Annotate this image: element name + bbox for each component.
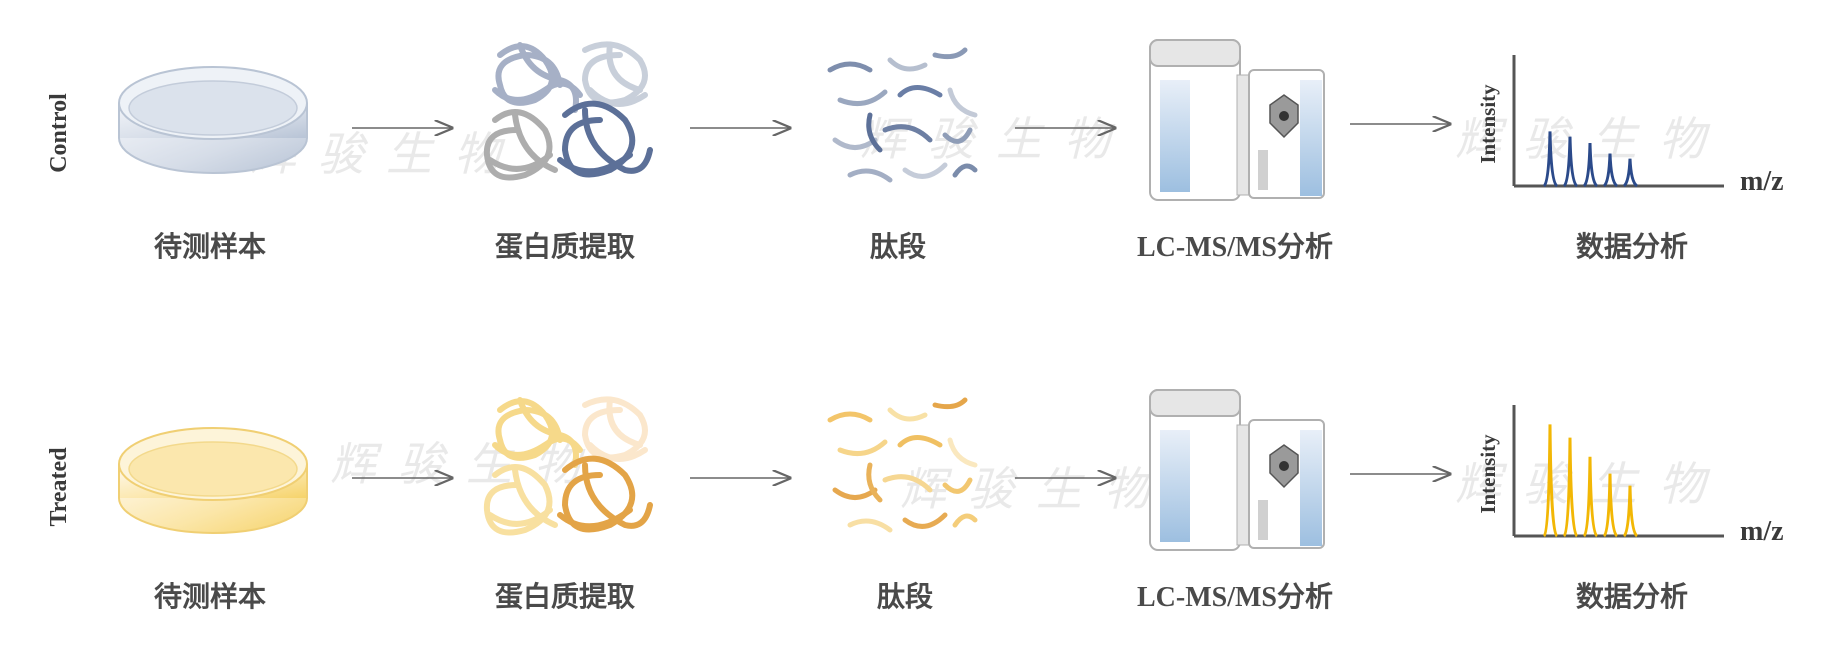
y-axis-label: Intensity (1476, 84, 1500, 164)
mass-spectrum-chart: Intensity m/z (1476, 405, 1784, 547)
step-label-lcms: LC-MS/MS分析 (1137, 581, 1333, 613)
step-label-data-analysis: 数据分析 (1576, 230, 1688, 263)
peak-series (1542, 131, 1639, 188)
spectrum-peak (1562, 437, 1579, 538)
lcms-instrument-icon (1149, 389, 1325, 551)
peptide-fragments-icon (827, 397, 978, 533)
watermark-text: 辉骏生物 (860, 112, 1132, 166)
protein-tangle-icon (483, 41, 653, 181)
protein-tangle-icon (483, 396, 653, 536)
watermark-text: 辉骏生物 (900, 462, 1172, 516)
sample-dish-icon (118, 66, 308, 174)
step-label-data-analysis: 数据分析 (1576, 580, 1688, 613)
sample-dish-icon (118, 427, 308, 534)
step-label-sample: 待测样本 (154, 230, 266, 263)
watermark-text: 辉骏生物 (330, 437, 602, 491)
peak-series (1542, 424, 1639, 538)
x-axis-label: m/z (1740, 516, 1784, 547)
spectrum-peak (1602, 153, 1619, 188)
peptide-fragments-icon (827, 47, 978, 183)
x-axis-label: m/z (1740, 166, 1784, 197)
step-label-sample: 待测样本 (154, 580, 266, 613)
step-label-peptides: 肽段 (877, 580, 933, 613)
lcms-instrument-icon (1149, 39, 1325, 201)
spectrum-peak (1582, 456, 1599, 538)
row-label: Treated (46, 447, 72, 527)
spectrum-peak (1542, 131, 1559, 188)
step-label-peptides: 肽段 (870, 230, 926, 263)
y-axis-label: Intensity (1476, 434, 1500, 514)
spectrum-peak (1582, 143, 1599, 188)
watermark-text: 辉骏生物 (1455, 457, 1727, 511)
spectrum-peak (1542, 424, 1559, 538)
spectrum-peak (1622, 158, 1639, 188)
row-control: 辉骏生物 辉骏生物 辉骏生物 Control (46, 39, 1784, 263)
step-label-protein-extraction: 蛋白质提取 (495, 230, 635, 263)
row-treated: 辉骏生物 辉骏生物 辉骏生物 Treated (46, 389, 1784, 613)
watermark-text: 辉骏生物 (1455, 112, 1727, 166)
row-label: Control (46, 93, 72, 173)
spectrum-peak (1622, 485, 1639, 538)
mass-spectrum-chart: Intensity m/z (1476, 55, 1784, 197)
spectrum-peak (1602, 473, 1619, 538)
step-label-lcms: LC-MS/MS分析 (1137, 231, 1333, 263)
spectrum-peak (1562, 136, 1579, 188)
step-label-protein-extraction: 蛋白质提取 (495, 580, 635, 613)
